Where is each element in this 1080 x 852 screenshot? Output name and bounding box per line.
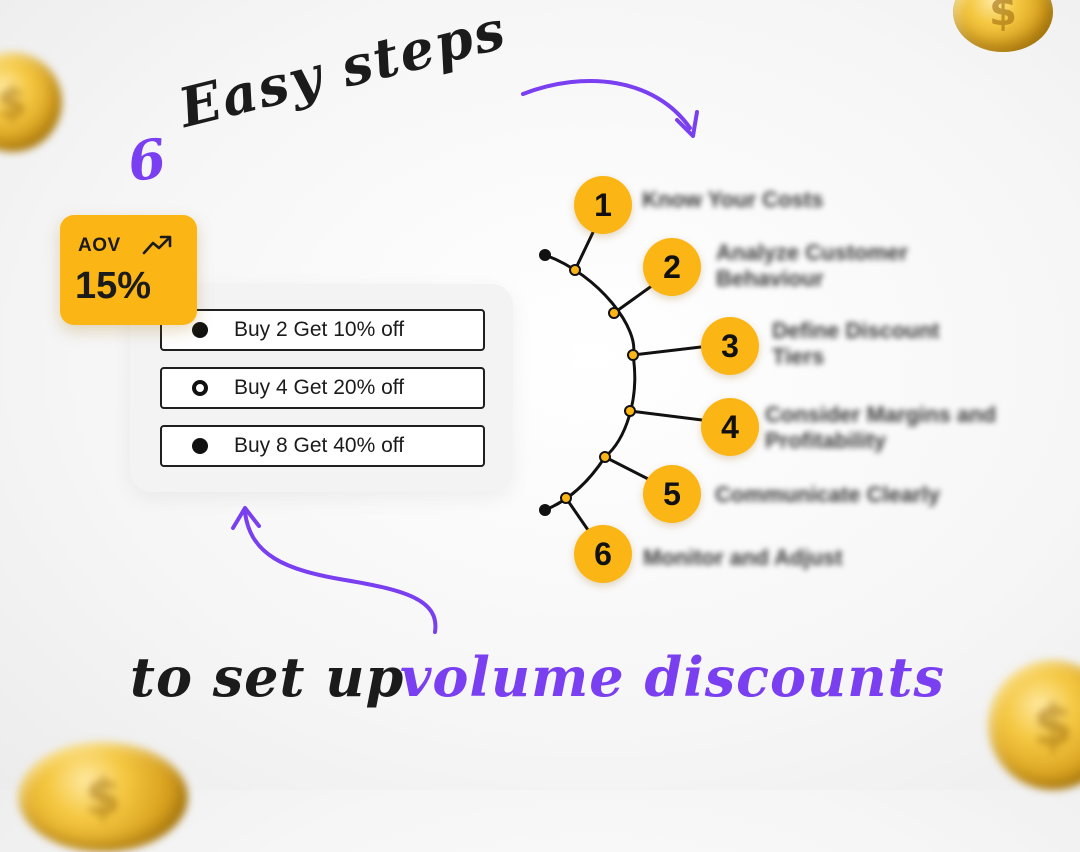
coin-top-right: $ xyxy=(953,0,1053,52)
step-text-4: Consider Margins and Profitability xyxy=(765,402,997,453)
offer-option-buy-2[interactable]: Buy 2 Get 10% off xyxy=(160,309,485,351)
step-text-6: Monitor and Adjust xyxy=(643,545,843,570)
offer-label: Buy 4 Get 20% off xyxy=(234,376,405,399)
aov-badge: AOV 15% xyxy=(60,215,197,325)
step-text-5: Communicate Clearly xyxy=(715,482,940,507)
aov-label: AOV xyxy=(78,235,121,256)
step-badge-6: 6 xyxy=(574,525,632,583)
subtitle-to-set-up: to set up xyxy=(130,645,405,709)
step-text-3: Define Discount Tiers xyxy=(772,318,940,369)
coin-bottom-right: $ xyxy=(988,660,1080,790)
offer-label: Buy 2 Get 10% off xyxy=(234,318,405,341)
subtitle-volume-discounts: volume discounts xyxy=(400,645,945,709)
offer-option-buy-8[interactable]: Buy 8 Get 40% off xyxy=(160,425,485,467)
step-badge-1: 1 xyxy=(574,176,632,234)
trend-up-icon xyxy=(142,235,172,255)
arrow-to-card-icon xyxy=(231,506,438,634)
radio-selected-icon xyxy=(192,380,208,396)
step-badge-5: 5 xyxy=(643,465,701,523)
step-text-1: Know Your Costs xyxy=(642,187,824,212)
step-badge-3: 3 xyxy=(701,317,759,375)
radio-dot-icon xyxy=(192,322,208,338)
radio-dot-icon xyxy=(192,438,208,454)
coin-top-left: $ xyxy=(0,52,62,152)
step-text-2: Analyze Customer Behaviour xyxy=(716,240,908,291)
step-badge-2: 2 xyxy=(643,238,701,296)
aov-value: 15% xyxy=(75,265,152,307)
offer-label: Buy 8 Get 40% off xyxy=(234,434,405,457)
steps-tree xyxy=(539,222,720,532)
step-badge-4: 4 xyxy=(701,398,759,456)
offer-option-buy-4[interactable]: Buy 4 Get 20% off xyxy=(160,367,485,409)
arrow-to-steps-icon xyxy=(521,79,699,138)
offers-card: Buy 2 Get 10% off Buy 4 Get 20% off Buy … xyxy=(130,284,513,492)
